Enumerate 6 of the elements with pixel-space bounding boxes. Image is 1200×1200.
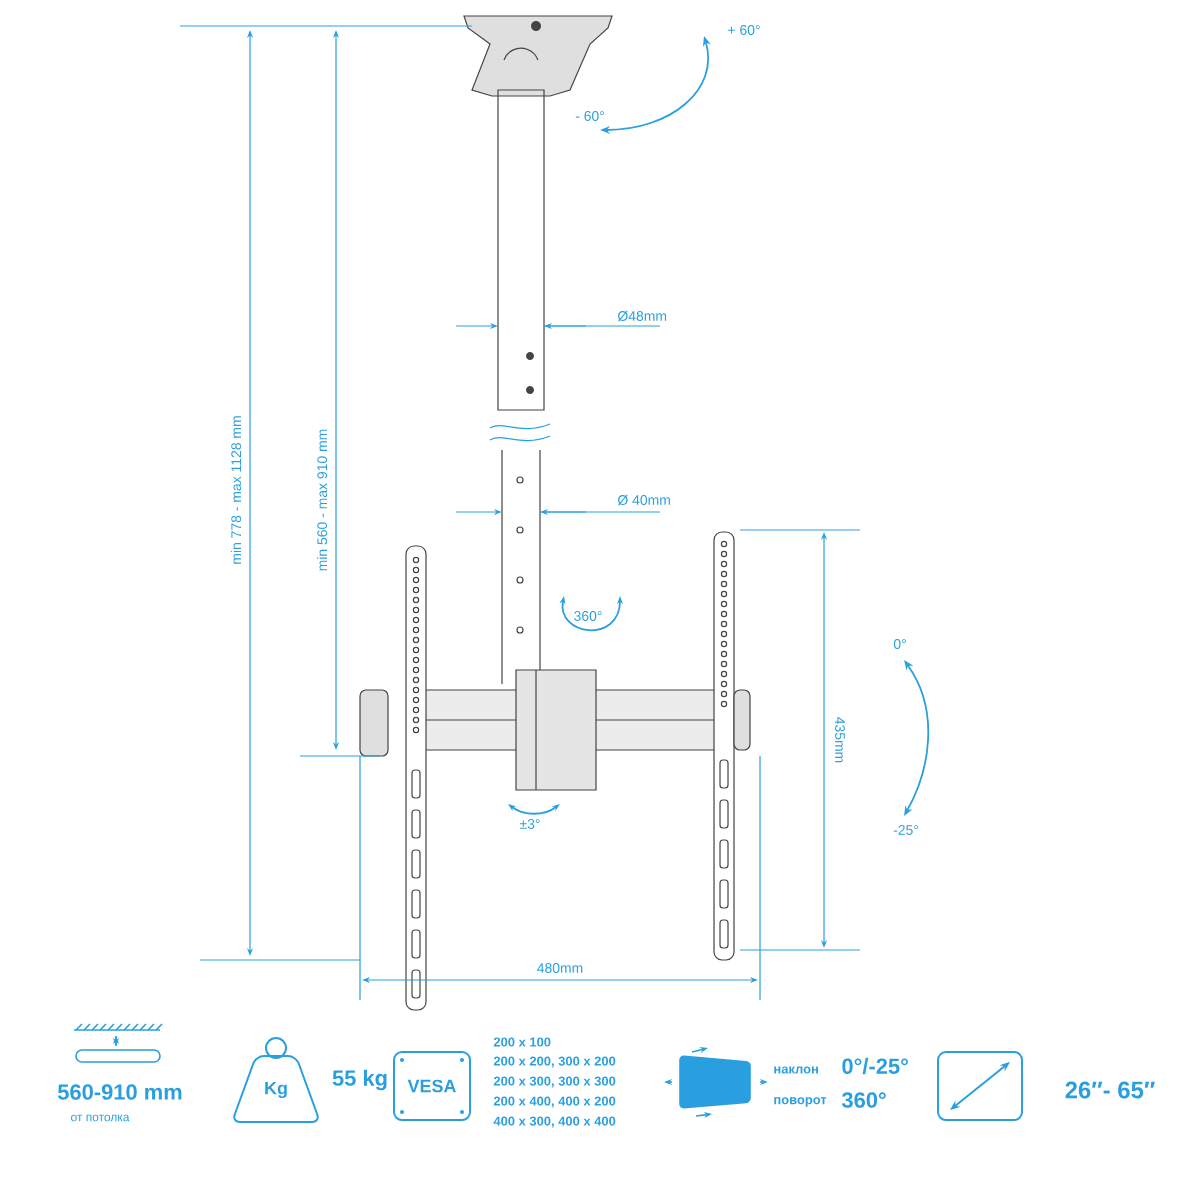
spec-text: 560-910 mm [57,1084,182,1100]
spec-text: 26″- 65″ [1065,1081,1155,1099]
spec-text: 0°/-25° [842,1057,908,1075]
vesa-box: VESA [393,1051,471,1121]
spec-text: 55 kg [332,1069,387,1091]
spec-text: 360° [841,1092,886,1108]
